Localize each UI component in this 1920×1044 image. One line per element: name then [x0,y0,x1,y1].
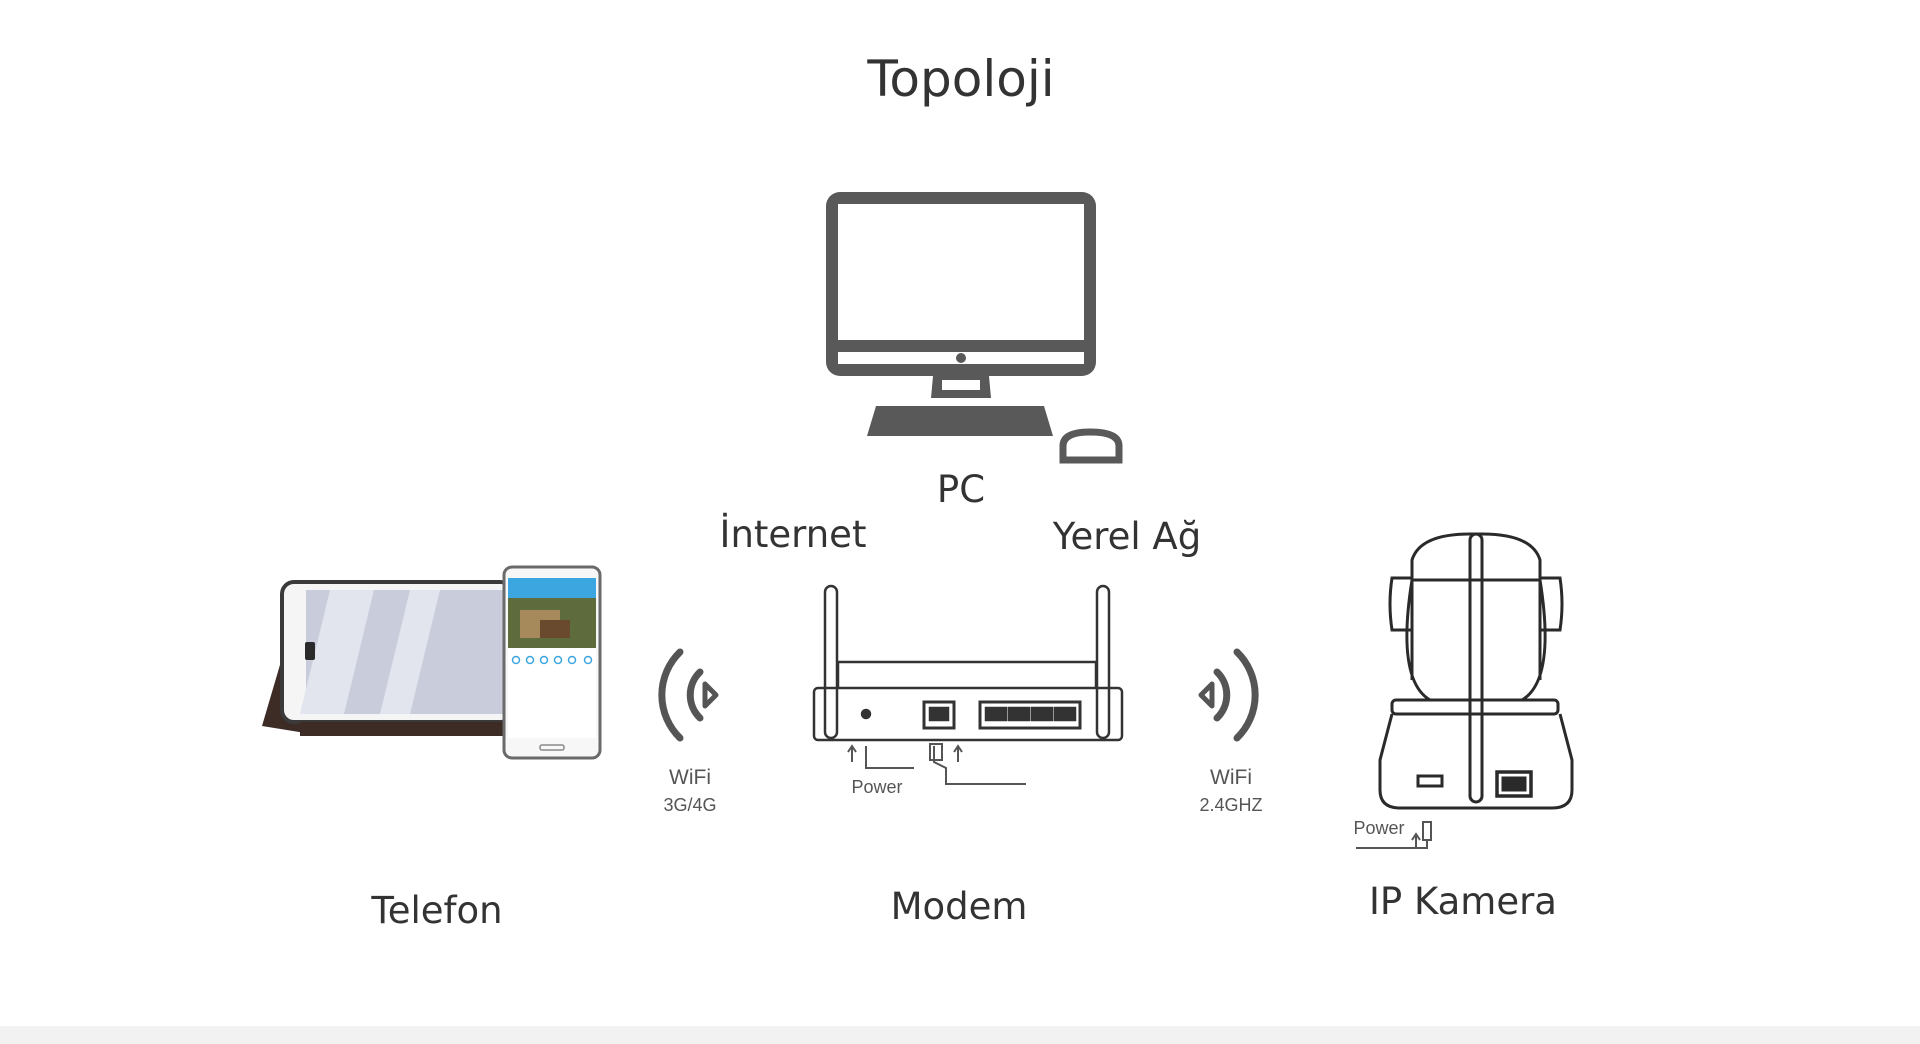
footer-band [0,1026,1920,1044]
ip-camera-label: IP Kamera [1369,880,1557,923]
left-wifi-label: WiFi [669,766,711,789]
phone-icon [502,565,602,760]
right-wifi-signal-icon [1198,648,1259,742]
mouse-icon [1059,428,1123,464]
camera-power-label: Power [1353,818,1405,838]
left-wifi-signal-icon [658,648,719,742]
modem-power-label: Power [851,777,903,797]
internet-label: İnternet [719,513,867,556]
ip-camera-icon [1378,532,1574,810]
camera-power-cable-icon [1356,821,1432,849]
modem-label: Modem [890,885,1028,928]
tablet-icon [262,580,514,736]
modem-cables-icon [847,743,1026,785]
left-wifi-sublabel: 3G/4G [663,795,717,815]
pc-monitor-icon [826,192,1096,436]
right-wifi-sublabel: 2.4GHZ [1199,795,1263,815]
router-icon [812,584,1124,742]
right-wifi-label: WiFi [1210,766,1252,789]
phone-label: Telefon [371,889,503,932]
pc-label: PC [936,468,986,511]
page-title: Topoloji [867,50,1055,108]
local-network-label: Yerel Ağ [1052,515,1202,558]
